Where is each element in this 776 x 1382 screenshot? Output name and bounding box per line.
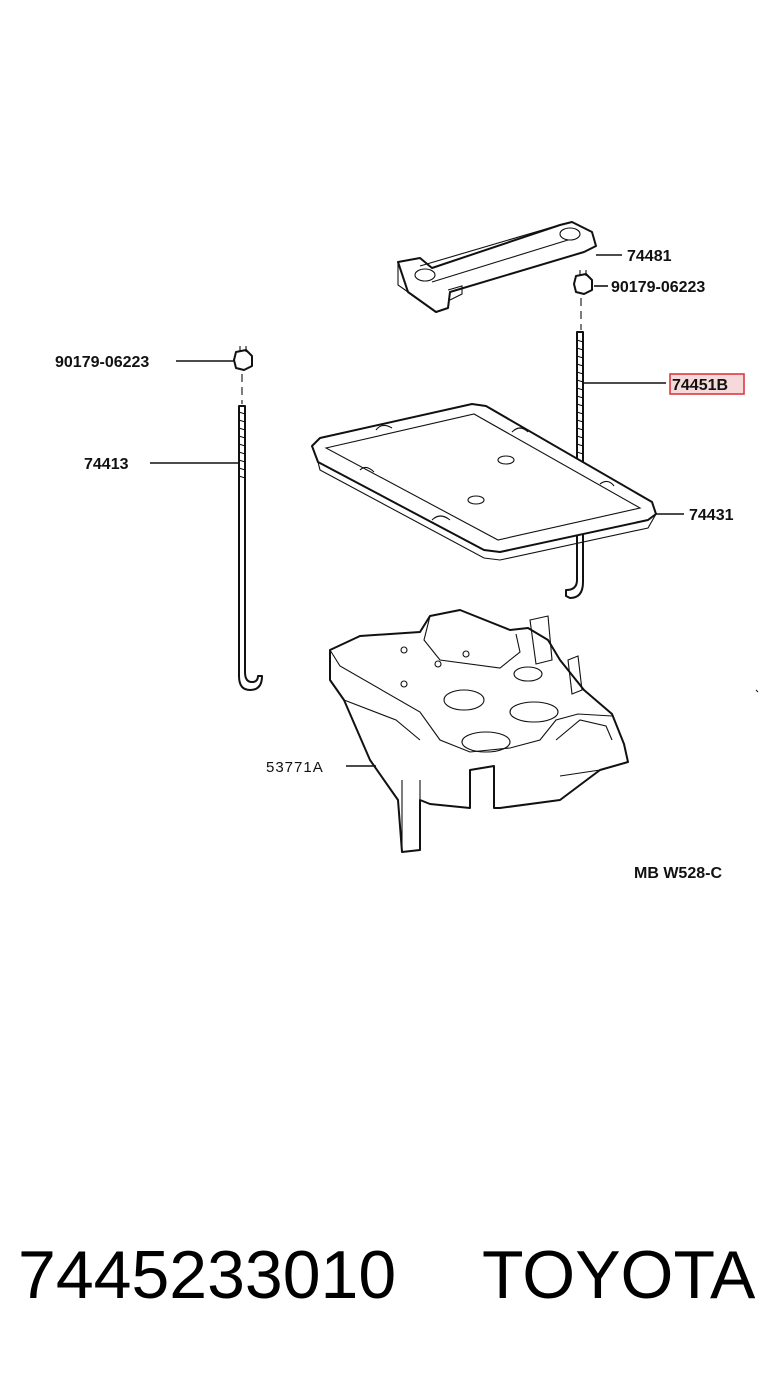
- highlight-box: [669, 373, 745, 395]
- battery-carrier-drawing: [329, 609, 759, 853]
- hold-down-rod-left-drawing: [238, 405, 263, 691]
- callout-53771a: 53771A: [266, 759, 324, 776]
- battery-clamp-drawing: [397, 221, 597, 313]
- battery-tray-drawing: [311, 403, 657, 561]
- drawing-code: MB W528-C: [634, 865, 722, 882]
- callout-74451b[interactable]: 74451B: [672, 377, 728, 394]
- leader-lines: [150, 254, 684, 767]
- callout-74481: 74481: [627, 248, 672, 265]
- nut-right-drawing: [573, 270, 593, 330]
- callout-74413: 74413: [84, 456, 129, 473]
- nut-left-drawing: [233, 346, 253, 404]
- highlight-box-fill: [670, 374, 744, 394]
- parts-diagram: 74481 90179-06223 74451B 90179-06223 744…: [55, 221, 759, 882]
- brand-name: TOYOTA: [482, 1237, 756, 1313]
- part-number: 7445233010: [18, 1237, 397, 1313]
- callout-nut-left: 90179-06223: [55, 354, 149, 371]
- callout-74431: 74431: [689, 507, 734, 524]
- footer: 7445233010 TOYOTA: [0, 1230, 776, 1330]
- callout-nut-right: 90179-06223: [611, 279, 705, 296]
